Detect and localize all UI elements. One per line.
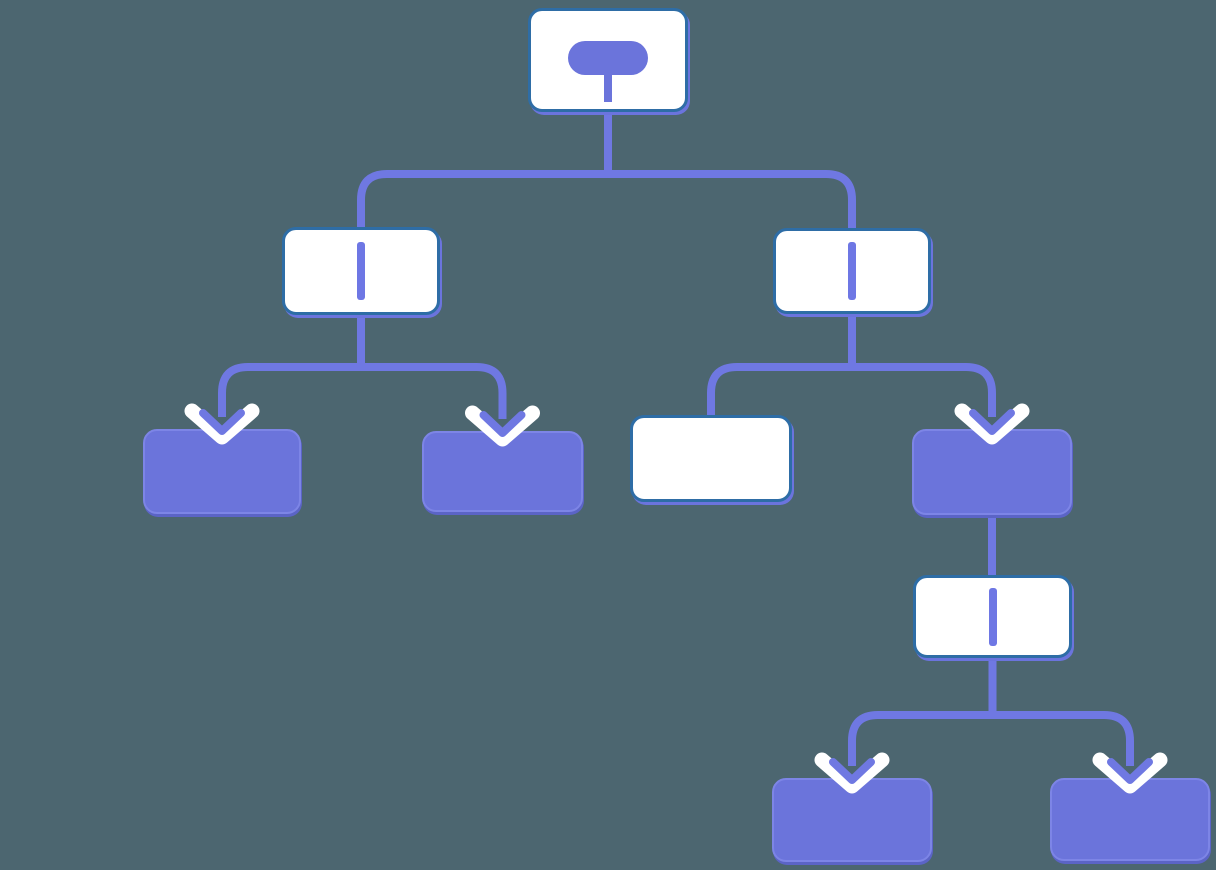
blank-node[interactable] [630,415,792,502]
vertical-divider-icon [848,242,856,300]
root-node[interactable] [528,8,688,112]
connector-edge [357,112,612,231]
connector-edge [218,315,365,417]
connector-edge [707,314,856,419]
root-stem-shape [604,73,612,102]
connector-edge [848,314,996,417]
tree-root-icon [531,11,685,109]
leaf-node[interactable] [912,429,1072,515]
leaf-node[interactable] [143,429,301,514]
leaf-node[interactable] [1050,778,1210,861]
branch-node[interactable] [913,575,1072,658]
branch-node[interactable] [282,227,440,315]
connector-edge [988,658,1134,766]
connector-edge [604,112,856,232]
branch-node[interactable] [773,228,931,314]
root-pill-shape [568,41,648,75]
vertical-divider-icon [357,242,365,300]
leaf-node[interactable] [772,778,932,862]
leaf-node[interactable] [422,431,583,512]
connector-edge [357,315,507,419]
vertical-divider-icon [988,587,997,646]
connector-edge [848,658,997,766]
